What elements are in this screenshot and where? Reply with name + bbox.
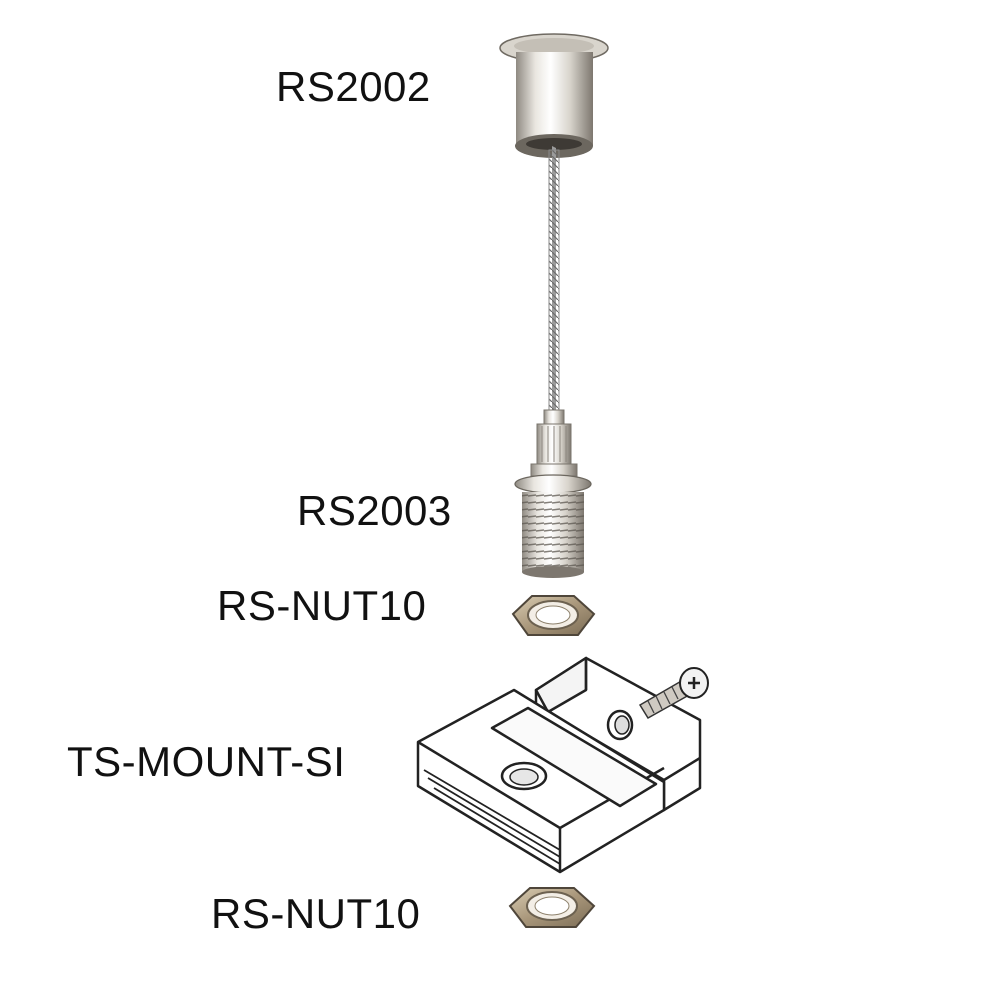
- part-label-rs-nut10-upper: RS-NUT10: [217, 582, 427, 629]
- hex-nut-icon: [508, 887, 596, 928]
- part-label-rs-nut10-lower: RS-NUT10: [211, 890, 421, 937]
- hex-nut-icon: [511, 595, 596, 636]
- track-mount-bracket-icon: [416, 656, 702, 874]
- part-label-ts-mount-si: TS-MOUNT-SI: [67, 738, 346, 785]
- part-label-rs2002: RS2002: [276, 63, 431, 110]
- machine-screw-icon: [638, 667, 709, 720]
- part-label-rs2003: RS2003: [297, 487, 452, 534]
- steel-cable-icon: [548, 146, 560, 413]
- cable-gripper-icon: [514, 409, 592, 578]
- ceiling-canopy-icon: [499, 33, 609, 158]
